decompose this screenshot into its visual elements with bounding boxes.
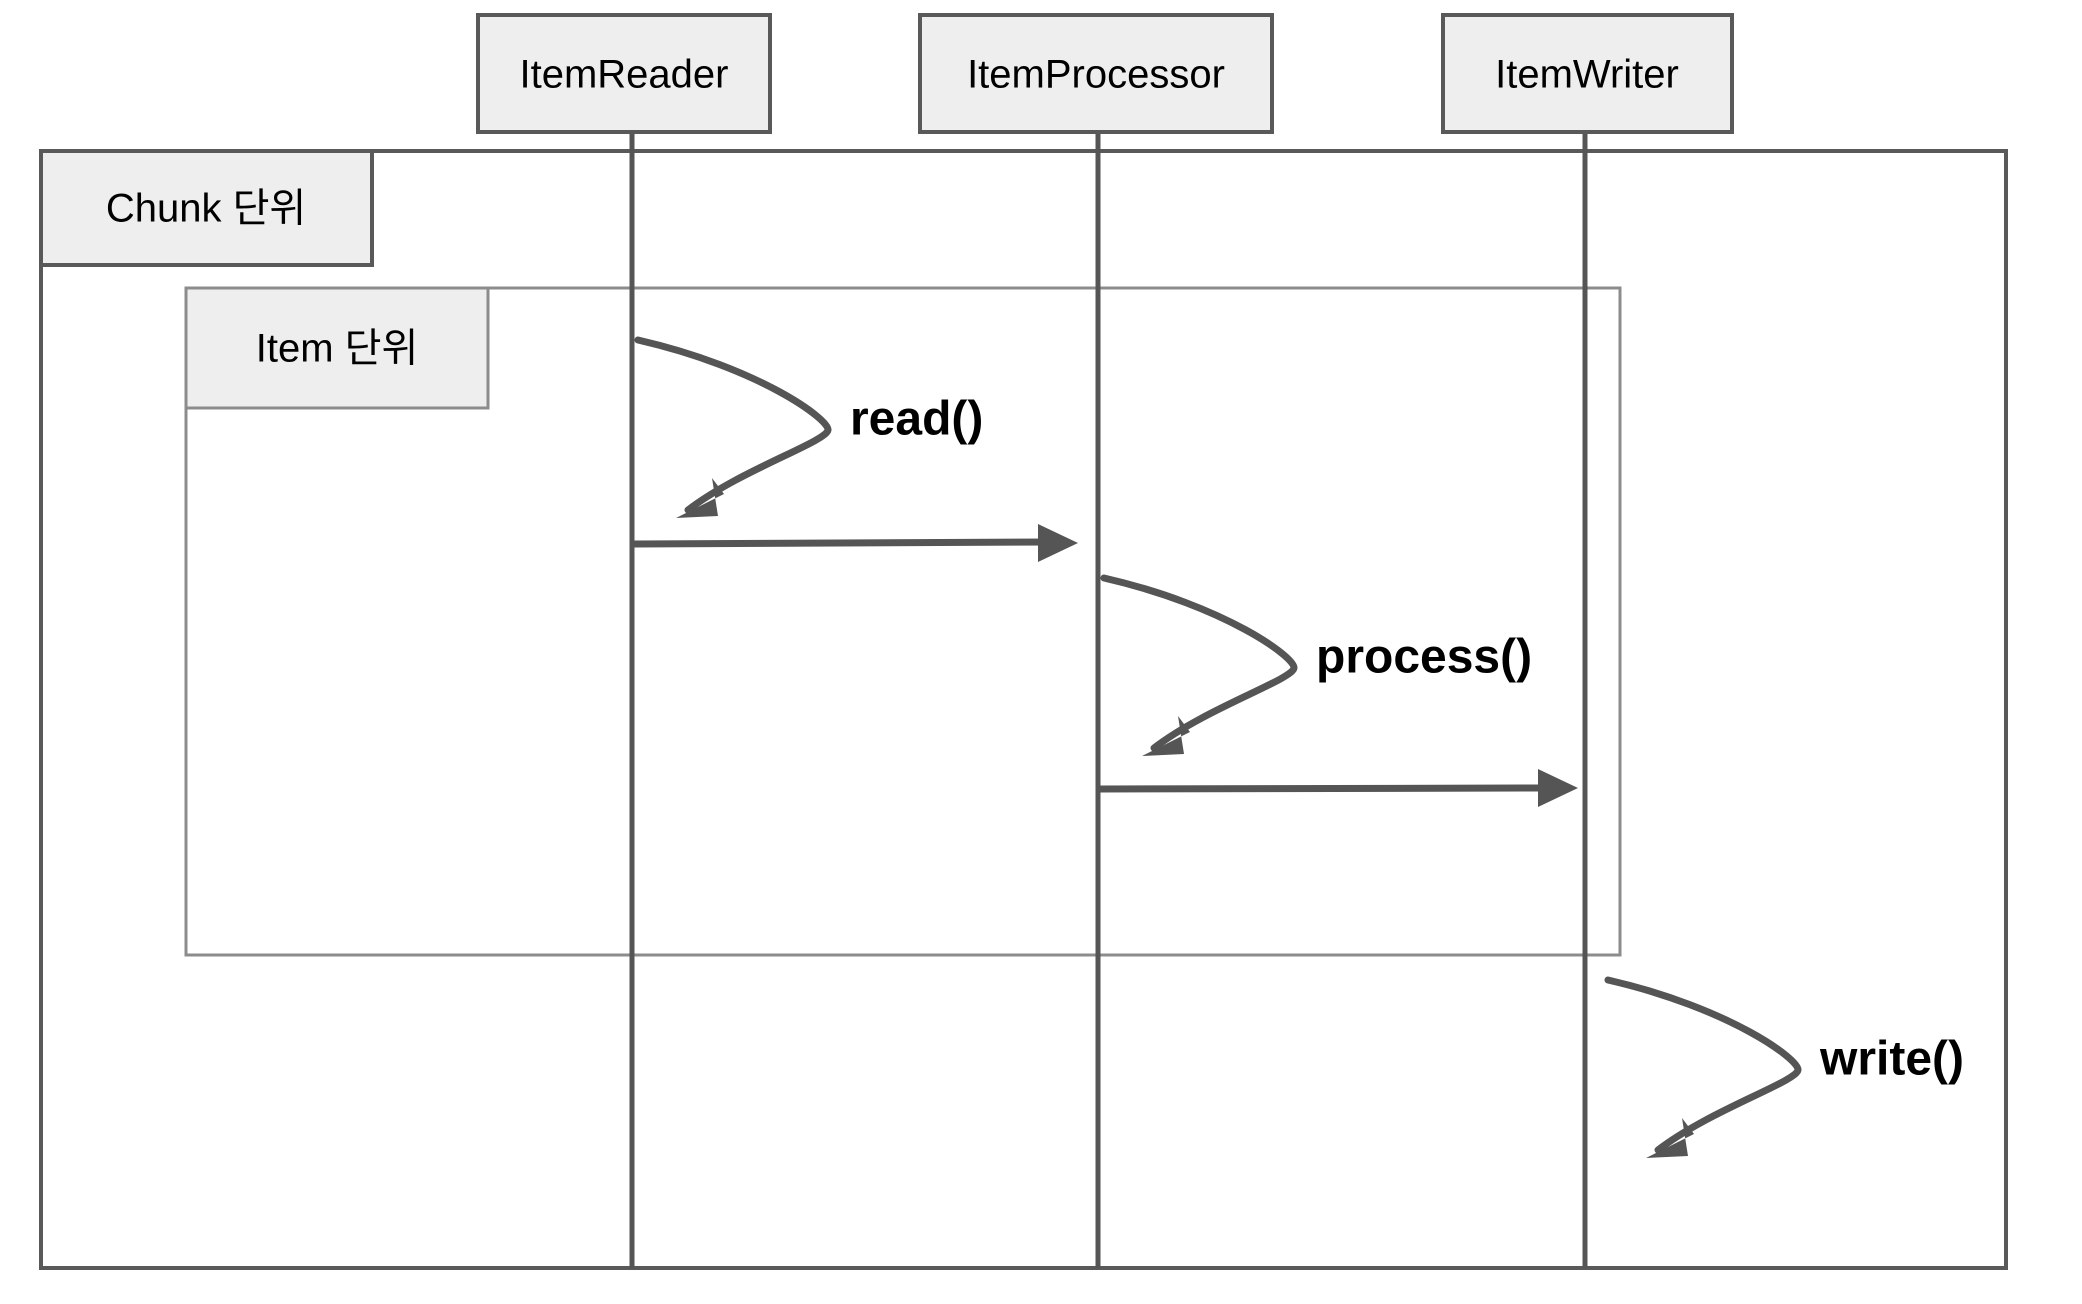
process-arrowhead-icon	[1142, 716, 1190, 756]
read-message-group: read()	[634, 336, 983, 518]
read-self-loop-path	[634, 336, 832, 514]
item-frame-label-box	[184, 286, 490, 410]
process-message-group: process()	[1100, 574, 1532, 756]
actor-label-item-reader: ItemReader	[520, 53, 729, 97]
processor-to-writer-arrowhead-icon	[1538, 769, 1578, 807]
write-message-group: write()	[1604, 976, 1964, 1158]
reader-to-processor-group	[633, 524, 1078, 562]
write-arrowhead-icon	[1646, 1118, 1694, 1158]
chunk-frame	[39, 149, 2008, 1270]
write-message-label: write()	[1819, 1033, 1964, 1086]
actor-box-item-processor[interactable]	[918, 13, 1274, 134]
chunk-frame-label: Chunk 단위	[106, 187, 306, 231]
actor-box-item-reader[interactable]	[476, 13, 772, 134]
actor-label-item-processor: ItemProcessor	[967, 53, 1225, 97]
actor-box-item-writer[interactable]	[1441, 13, 1734, 134]
actor-label-item-writer: ItemWriter	[1495, 53, 1679, 97]
processor-to-writer-group	[1099, 769, 1578, 807]
read-arrowhead-icon	[676, 478, 724, 518]
read-message-label: read()	[850, 393, 983, 446]
reader-to-processor-line	[633, 538, 1051, 548]
processor-to-writer-line	[1099, 784, 1549, 793]
reader-to-processor-arrowhead-icon	[1038, 524, 1078, 562]
chunk-frame-label-box	[39, 149, 374, 267]
write-self-loop-path	[1604, 976, 1802, 1154]
item-frame	[184, 286, 1622, 957]
item-frame-label: Item 단위	[256, 327, 419, 371]
process-message-label: process()	[1316, 631, 1532, 684]
process-self-loop-path	[1100, 574, 1298, 752]
